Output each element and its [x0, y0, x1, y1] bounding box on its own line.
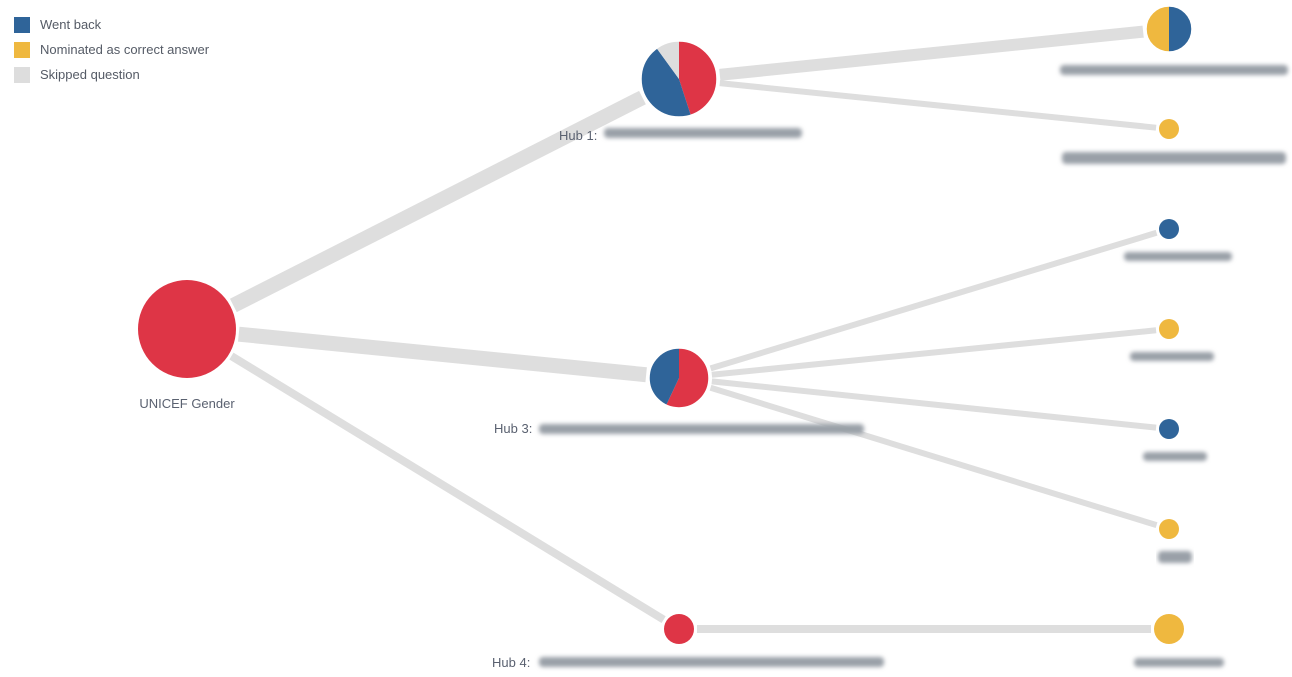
node-hub4[interactable]: [664, 614, 694, 644]
pie-slice-skipped: [656, 41, 679, 79]
node-outline: [1145, 5, 1193, 53]
node-circle: [1154, 614, 1184, 644]
legend-label: Went back: [40, 17, 102, 32]
pie-slice-went_back: [649, 348, 679, 406]
pie-slice-root: [679, 41, 717, 116]
node-leaf3[interactable]: [1159, 219, 1179, 239]
legend-label: Skipped question: [40, 67, 140, 82]
node-leaf6[interactable]: [1159, 519, 1179, 539]
nodes-layer: [138, 5, 1193, 644]
edge-root-hub4: [229, 352, 666, 624]
node-circle: [138, 280, 236, 378]
node-root[interactable]: [138, 280, 236, 378]
legend-label: Nominated as correct answer: [40, 42, 210, 57]
node-outline: [640, 40, 718, 118]
node-label-hub4: Hub 4:: [492, 655, 530, 670]
legend-item-nominated[interactable]: Nominated as correct answer: [14, 37, 209, 62]
node-circle: [1159, 419, 1179, 439]
node-leaf4[interactable]: [1159, 319, 1179, 339]
redacted-label: [1060, 65, 1288, 75]
legend-swatch-skipped: [14, 66, 30, 83]
node-leaf5[interactable]: [1159, 419, 1179, 439]
edge-hub3-leaf3: [709, 229, 1158, 372]
redacted-label: [1062, 152, 1286, 164]
redacted-labels: [539, 65, 1288, 667]
node-circle: [1159, 219, 1179, 239]
node-leaf7[interactable]: [1154, 614, 1184, 644]
labels-layer: UNICEF Gender Hub 1: Hub 3: Hub 4:: [139, 128, 597, 670]
redacted-label: [1143, 452, 1207, 461]
node-label-root: UNICEF Gender: [139, 396, 235, 411]
pie-slice-root: [666, 348, 709, 408]
node-circle: [1159, 119, 1179, 139]
node-label-hub1: Hub 1:: [559, 128, 597, 143]
redacted-label: [1130, 352, 1214, 361]
legend-item-skipped[interactable]: Skipped question: [14, 62, 209, 87]
legend: Went back Nominated as correct answer Sk…: [14, 12, 209, 87]
edge-hub3-leaf6: [709, 384, 1158, 529]
edge-root-hub1: [229, 90, 646, 313]
edge-hub3-leaf5: [711, 378, 1157, 431]
redacted-label: [1134, 658, 1224, 667]
node-hub3[interactable]: [648, 347, 710, 409]
redacted-label: [1124, 252, 1232, 261]
node-leaf1[interactable]: [1145, 5, 1193, 53]
redacted-label: [539, 424, 864, 434]
node-circle: [1159, 519, 1179, 539]
pie-slice-went_back: [1169, 6, 1192, 52]
edge-hub1-leaf2: [719, 80, 1157, 131]
legend-swatch-went-back: [14, 16, 30, 33]
edges-layer: [229, 25, 1158, 633]
pie-slice-went_back: [641, 48, 691, 118]
legend-item-went-back[interactable]: Went back: [14, 12, 209, 37]
redacted-label: [604, 128, 802, 138]
node-circle: [664, 614, 694, 644]
node-circle: [1159, 319, 1179, 339]
legend-swatch-nominated: [14, 41, 30, 58]
node-leaf2[interactable]: [1159, 119, 1179, 139]
node-hub1[interactable]: [640, 40, 718, 118]
redacted-label: [539, 657, 884, 667]
node-outline: [648, 347, 710, 409]
node-label-hub3: Hub 3:: [494, 421, 532, 436]
pie-slice-nominated: [1146, 6, 1169, 52]
edge-hub3-leaf4: [711, 327, 1157, 378]
edge-root-hub3: [238, 326, 647, 383]
redacted-label: [1158, 551, 1192, 563]
edge-hub1-leaf1: [719, 25, 1144, 81]
